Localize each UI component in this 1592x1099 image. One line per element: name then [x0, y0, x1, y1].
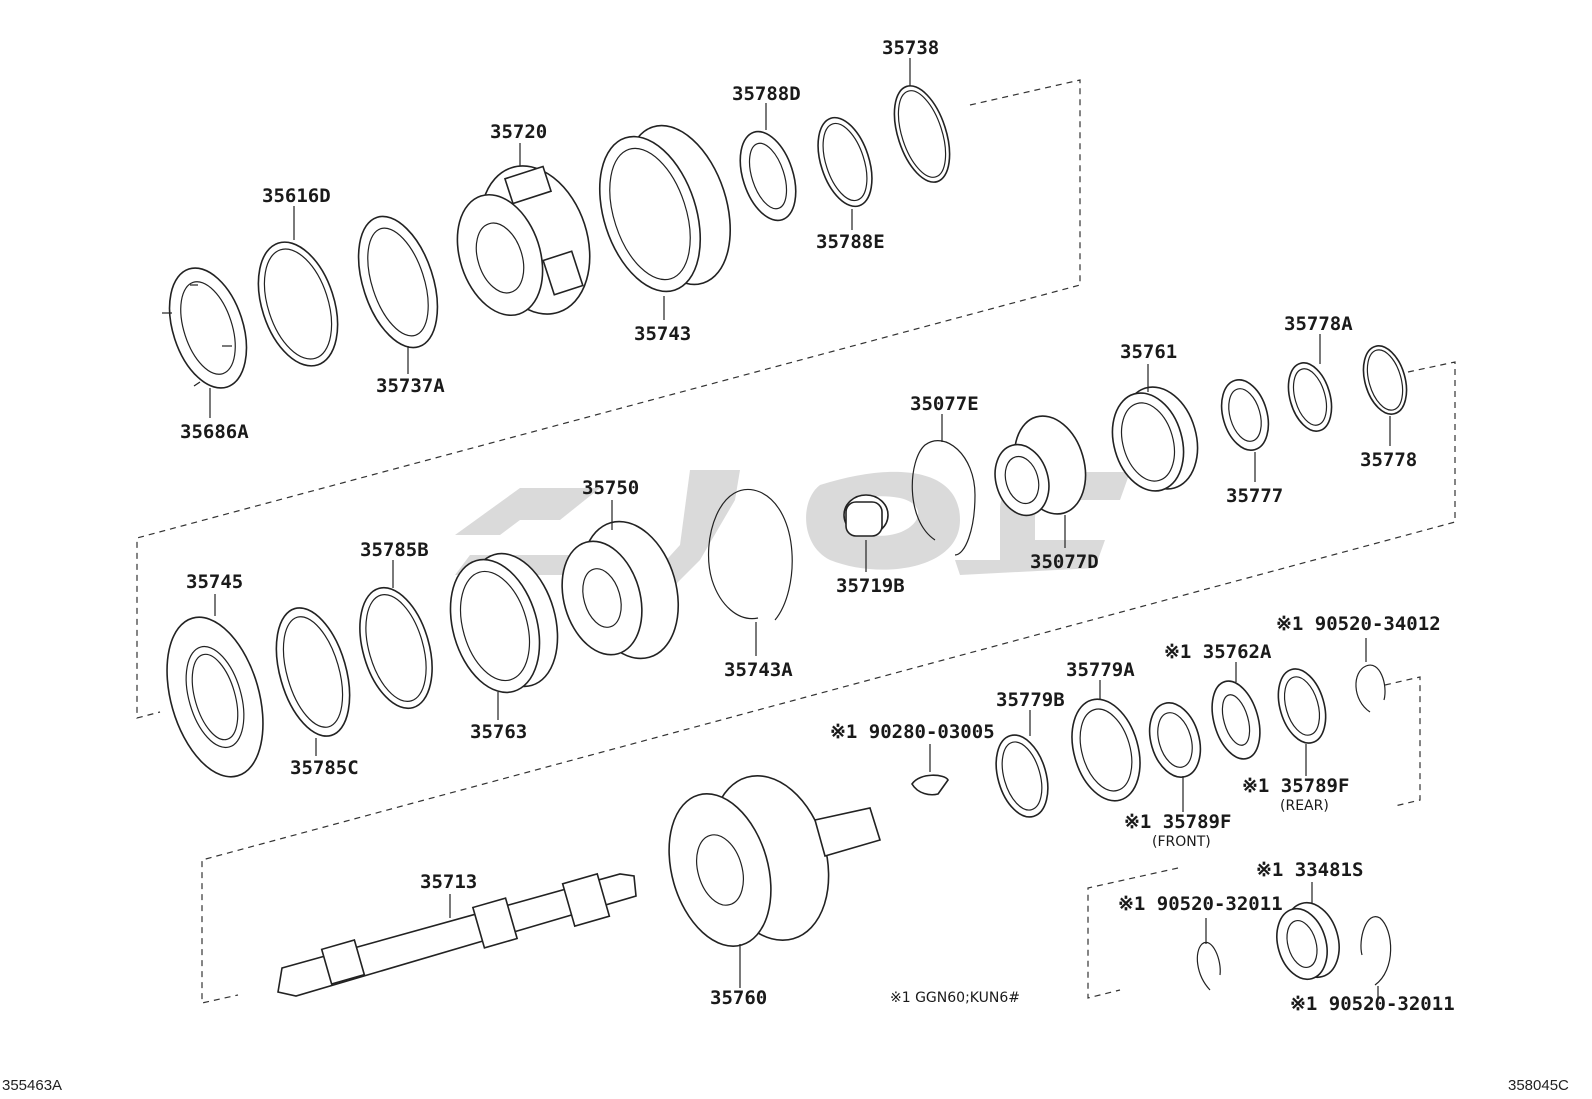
label-35713: 35713: [420, 871, 477, 893]
part-35750[interactable]: [549, 510, 693, 670]
part-35077E[interactable]: [911, 440, 976, 556]
part-35762A[interactable]: [1204, 675, 1268, 764]
leader-lines: [209, 58, 1391, 1000]
label-35745: 35745: [186, 571, 243, 593]
part-33481S[interactable]: [1269, 896, 1347, 985]
label-35789F-front: ※1 35789F: [1124, 811, 1231, 833]
part-35745[interactable]: [150, 606, 280, 788]
label-35750: 35750: [582, 477, 639, 499]
label-35777: 35777: [1226, 485, 1283, 507]
part-35779A[interactable]: [1061, 691, 1151, 809]
part-90520-34012[interactable]: [1355, 664, 1386, 713]
label-90520-32011-a: ※1 90520-32011: [1118, 893, 1283, 915]
label-35616D: 35616D: [262, 185, 331, 207]
part-90520-32011-a[interactable]: [1196, 941, 1221, 991]
applicability-note: ※1 GGN60;KUN6#: [890, 990, 1020, 1006]
label-35720: 35720: [490, 121, 547, 143]
label-35743A: 35743A: [724, 659, 793, 681]
part-35743[interactable]: [582, 112, 749, 304]
label-front: (FRONT): [1152, 834, 1211, 850]
label-35762A: ※1 35762A: [1164, 641, 1272, 663]
label-33481S: ※1 33481S: [1256, 859, 1363, 881]
label-35785B: 35785B: [360, 539, 429, 561]
part-35785B[interactable]: [347, 579, 445, 716]
part-35760[interactable]: [652, 762, 882, 958]
label-90520-34012: ※1 90520-34012: [1276, 613, 1441, 635]
label-35743: 35743: [634, 323, 691, 345]
part-35720[interactable]: [443, 152, 608, 329]
label-90280-03005: ※1 90280-03005: [830, 721, 995, 743]
part-35719B[interactable]: [843, 494, 889, 537]
part-35077D[interactable]: [987, 408, 1096, 523]
part-35777[interactable]: [1214, 374, 1276, 455]
label-35760: 35760: [710, 987, 767, 1009]
part-35785C[interactable]: [263, 599, 363, 744]
label-35077E: 35077E: [910, 393, 979, 415]
part-35743A[interactable]: [708, 489, 793, 621]
part-90520-32011-b[interactable]: [1360, 916, 1392, 986]
part-35686A[interactable]: [156, 258, 261, 398]
label-35788E: 35788E: [816, 231, 885, 253]
part-35616D[interactable]: [244, 232, 352, 376]
label-35761: 35761: [1120, 341, 1177, 363]
label-35778A: 35778A: [1284, 313, 1353, 335]
label-rear: (REAR): [1280, 798, 1329, 814]
label-35789F-rear: ※1 35789F: [1242, 775, 1349, 797]
label-35763: 35763: [470, 721, 527, 743]
label-35686A: 35686A: [180, 421, 249, 443]
dashed-group-lines: [136, 79, 1456, 1004]
label-90520-32011-b: ※1 90520-32011: [1290, 993, 1455, 1015]
part-35789F-front[interactable]: [1141, 697, 1208, 783]
label-35785C: 35785C: [290, 757, 359, 779]
label-35779B: 35779B: [996, 689, 1065, 711]
diagram-code-left: 355463A: [2, 1077, 62, 1094]
part-35778A[interactable]: [1281, 358, 1339, 436]
part-35788D[interactable]: [730, 125, 806, 228]
label-35788D: 35788D: [732, 83, 801, 105]
part-35738[interactable]: [884, 79, 961, 189]
label-35738: 35738: [882, 37, 939, 59]
part-35789F-rear[interactable]: [1270, 663, 1333, 748]
part-35763[interactable]: [436, 543, 572, 703]
label-35077D: 35077D: [1030, 551, 1099, 573]
part-35778[interactable]: [1356, 341, 1414, 419]
part-35737A[interactable]: [344, 207, 453, 358]
part-labels: 35738 35788D 35788E 35720 35616D 35743 3…: [2, 37, 1569, 1094]
diagram-code-right: 358045C: [1508, 1077, 1569, 1094]
part-35779B[interactable]: [987, 729, 1056, 823]
label-35737A: 35737A: [376, 375, 445, 397]
part-35788E[interactable]: [808, 111, 882, 213]
label-35779A: 35779A: [1066, 659, 1135, 681]
label-35778: 35778: [1360, 449, 1417, 471]
part-90280-03005[interactable]: [911, 774, 949, 796]
part-35713[interactable]: [277, 872, 637, 997]
part-35761[interactable]: [1102, 378, 1209, 499]
label-35719B: 35719B: [836, 575, 905, 597]
